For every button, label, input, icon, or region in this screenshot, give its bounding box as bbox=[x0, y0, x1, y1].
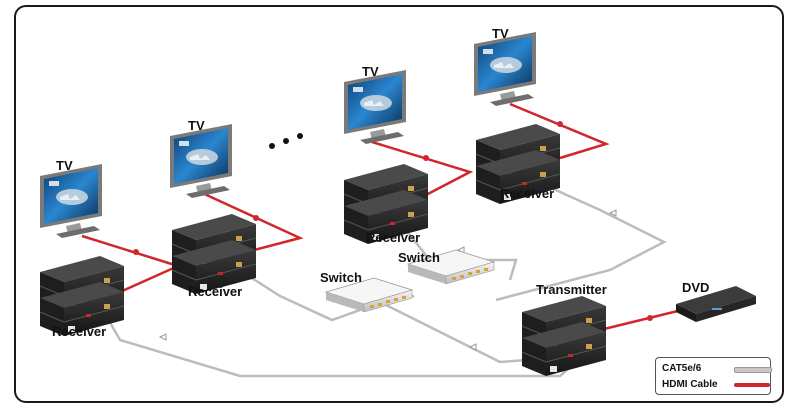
legend-cat-label: CAT5e/6 bbox=[662, 363, 702, 374]
legend-hdmi-swatch bbox=[734, 383, 770, 387]
hdmi-cable-dvd bbox=[599, 306, 691, 332]
legend-cat-swatch bbox=[734, 367, 772, 373]
receiver-label-3: Receiver bbox=[366, 230, 420, 245]
tv-1 bbox=[40, 164, 102, 238]
cat-cable-rx1 bbox=[102, 311, 591, 378]
tv-label-3: TV bbox=[362, 64, 379, 79]
receiver-label-4: Receiver bbox=[500, 186, 554, 201]
tv-4 bbox=[474, 32, 536, 106]
switch-label-1: Switch bbox=[320, 270, 362, 285]
transmitter-label: Transmitter bbox=[536, 282, 607, 297]
tv-3 bbox=[344, 70, 406, 144]
cat-cable-rx4 bbox=[495, 180, 667, 302]
dvd-player bbox=[676, 286, 756, 322]
cat-cable-rx2 bbox=[235, 266, 361, 322]
legend-row-hdmi: HDMI Cable bbox=[662, 378, 770, 392]
ellipsis-dots bbox=[269, 133, 303, 149]
transmitter bbox=[521, 295, 607, 377]
tv-label-2: TV bbox=[188, 118, 205, 133]
dvd-label: DVD bbox=[682, 280, 709, 295]
switch-label-2: Switch bbox=[398, 250, 440, 265]
hdmi-cable-tv2 bbox=[199, 190, 304, 252]
tv-label-1: TV bbox=[56, 158, 73, 173]
hdmi-cable-tv4 bbox=[509, 102, 610, 160]
receiver-label-2: Receiver bbox=[188, 284, 242, 299]
hdmi-cable-tv3 bbox=[371, 140, 474, 198]
legend-hdmi-label: HDMI Cable bbox=[662, 379, 718, 390]
tv-2 bbox=[170, 124, 232, 198]
legend: CAT5e/6 HDMI Cable bbox=[655, 357, 772, 395]
legend-row-cat: CAT5e/6 bbox=[662, 362, 772, 376]
receiver-label-1: Receiver bbox=[52, 324, 106, 339]
tv-label-4: TV bbox=[492, 26, 509, 41]
receiver-2 bbox=[171, 213, 257, 295]
